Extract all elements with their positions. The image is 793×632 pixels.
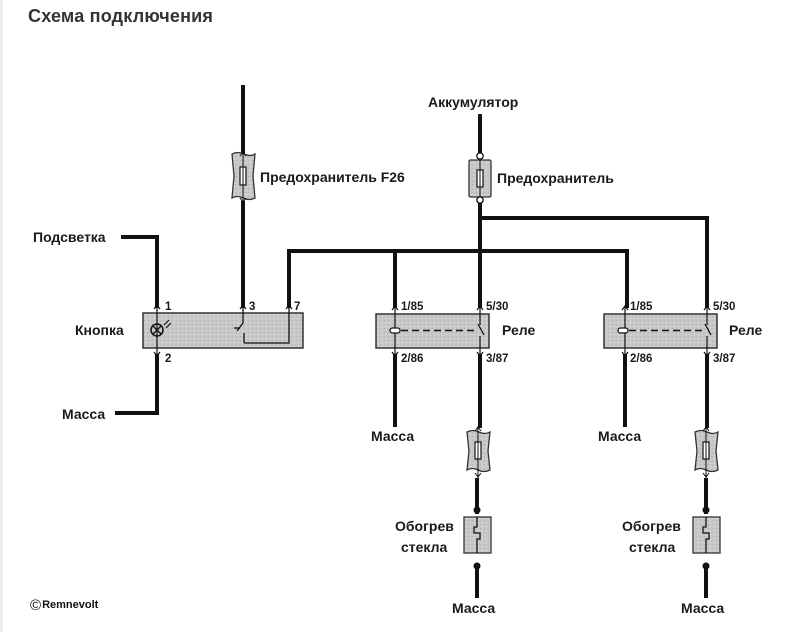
relay-1-load-fuse xyxy=(466,426,491,480)
heater-2-label-line2: стекла xyxy=(629,539,676,555)
relay-2-pin-86: 2/86 xyxy=(630,353,652,365)
pin-arrow-7 xyxy=(285,304,293,310)
relay-2: 1/85 2/86 5/30 3/87 Реле Масса xyxy=(598,301,762,444)
relay-2-label: Реле xyxy=(729,322,762,338)
relay-1-pin-86: 2/86 xyxy=(401,353,423,365)
button-component: 1 2 3 7 Кнопка xyxy=(75,301,304,365)
relay-1-contact-icon xyxy=(477,323,485,336)
fuse-main-terminal-bottom xyxy=(476,196,484,204)
pin-arrow-1 xyxy=(153,304,161,310)
button-pin-3: 3 xyxy=(249,301,255,313)
button-pin-7: 7 xyxy=(294,301,300,313)
pin-arrow-2 xyxy=(153,351,161,357)
copyright: ©Remnevolt xyxy=(30,597,98,614)
wire-battery-branch xyxy=(478,216,709,308)
battery-label: Аккумулятор xyxy=(428,94,518,110)
copyright-icon: © xyxy=(30,597,42,614)
relay-2-pin-30: 5/30 xyxy=(713,301,735,313)
relay-2-pin-87: 3/87 xyxy=(713,353,735,365)
fuse-main-label: Предохранитель xyxy=(497,170,614,186)
relay-1-pin-30: 5/30 xyxy=(486,301,508,313)
copyright-text: Remnevolt xyxy=(42,599,99,611)
button-label: Кнопка xyxy=(75,322,124,338)
fuse-f26: Предохранитель F26 xyxy=(231,150,405,205)
heater-2: Обогрев стекла Масса xyxy=(622,506,724,616)
heater-2-element-icon xyxy=(702,517,710,553)
heater-1-ground-label: Масса xyxy=(452,600,495,616)
fuse-main-terminal-top xyxy=(476,152,484,160)
relay-1-pin-87: 3/87 xyxy=(486,353,508,365)
heater-2-ground-label: Масса xyxy=(681,600,724,616)
page-title: Схема подключения xyxy=(28,6,214,26)
lamp-icon xyxy=(150,319,172,337)
fuse-main: Предохранитель xyxy=(468,152,614,204)
heater-1-label-line2: стекла xyxy=(401,539,448,555)
wire-pin7-bus xyxy=(287,249,629,308)
heater-1-label-line1: Обогрев xyxy=(395,518,454,534)
relay-1-coil-icon xyxy=(389,327,401,334)
relay-2-coil-icon xyxy=(617,327,629,334)
relay-1-pin-85: 1/85 xyxy=(401,301,424,313)
switch-icon xyxy=(234,306,290,344)
pin-arrow-3 xyxy=(239,304,247,310)
heater-1-element-icon xyxy=(473,517,481,553)
relay-1-label: Реле xyxy=(502,322,535,338)
wire-backlight xyxy=(121,235,159,308)
relay-1-ground-label: Масса xyxy=(371,428,414,444)
page-left-border xyxy=(0,0,3,632)
relay-2-pin-85: 1/85 xyxy=(630,301,653,313)
relay-2-load-fuse xyxy=(694,426,719,480)
fuse-f26-label: Предохранитель F26 xyxy=(260,169,405,185)
button-pin-1: 1 xyxy=(165,301,172,313)
relay-1: 1/85 2/86 5/30 3/87 Реле Масса xyxy=(371,301,535,444)
relay-2-ground-label: Масса xyxy=(598,428,641,444)
button-pin-2: 2 xyxy=(165,353,171,365)
backlight-label: Подсветка xyxy=(33,229,106,245)
wire-button-ground xyxy=(115,354,159,415)
relay-2-contact-icon xyxy=(704,323,712,336)
button-body xyxy=(142,312,304,349)
button-ground-label: Масса xyxy=(62,406,105,422)
heater-2-label-line1: Обогрев xyxy=(622,518,681,534)
heater-1: Обогрев стекла Масса xyxy=(395,506,495,616)
